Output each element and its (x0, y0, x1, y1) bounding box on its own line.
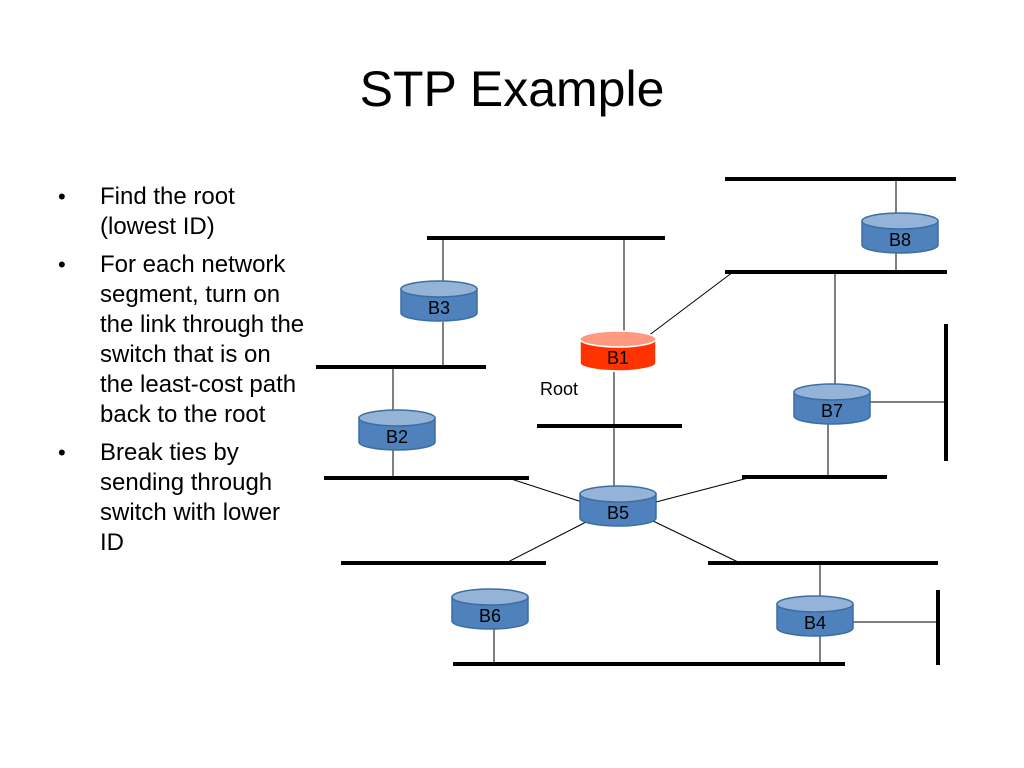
bridge-label: B6 (479, 606, 501, 626)
bridge-top (776, 595, 854, 613)
bridge-top (358, 409, 436, 427)
bridge-body (776, 603, 854, 637)
segments (316, 177, 956, 666)
link-b5-right-down (650, 519, 741, 564)
bridge-b7: B7 (793, 383, 871, 425)
bridge-body (861, 220, 939, 254)
bridge-top (451, 588, 529, 606)
bridge-b3: B3 (400, 280, 478, 322)
bridge-top (861, 212, 939, 230)
root-label: Root (540, 379, 578, 399)
bridge-label: B1 (607, 348, 629, 368)
bridge-top (579, 330, 657, 348)
bridge-b8: B8 (861, 212, 939, 254)
link-b5-left-up (507, 477, 583, 503)
bridge-top (579, 485, 657, 503)
bridge-label: B7 (821, 401, 843, 421)
bullet-text: For each network segment, turn on the li… (100, 251, 305, 428)
slide-title: STP Example (359, 61, 665, 117)
bridge-b1: B1 (579, 330, 657, 372)
bullet-text: Find the root (lowest ID) (100, 183, 235, 240)
bridge-label: B5 (607, 503, 629, 523)
bridge-top (400, 280, 478, 298)
link-b5-right-up (655, 476, 753, 503)
bridge-b5: B5 (579, 485, 657, 527)
bridge-b2: B2 (358, 409, 436, 451)
bridge-body (358, 417, 436, 451)
bullet-list: • Find the root (lowest ID) • For each net… (58, 182, 308, 566)
bridge-body (400, 288, 478, 322)
bridge-top (793, 383, 871, 401)
bullet-dot: • (58, 252, 66, 277)
bridge-b4: B4 (776, 595, 854, 637)
bullet-item: • Find the root (lowest ID) (58, 182, 308, 242)
bridge-body (579, 493, 657, 527)
link-b5-left-down (505, 519, 591, 564)
bridge-body (793, 391, 871, 425)
bullet-item: • For each network segment, turn on the l… (58, 250, 308, 430)
bullet-dot: • (58, 440, 66, 465)
bridge-body (451, 596, 529, 630)
bridge-label: B3 (428, 298, 450, 318)
bridge-body (579, 338, 657, 372)
bullet-item: • Break ties by sending through switch wi… (58, 438, 308, 558)
bridge-label: B4 (804, 613, 826, 633)
links (392, 179, 946, 664)
bridge-label: B2 (386, 427, 408, 447)
link-b1-diagonal (647, 271, 734, 337)
bridge-b6: B6 (451, 588, 529, 630)
bridge-label: B8 (889, 230, 911, 250)
bullet-dot: • (58, 184, 66, 209)
bullet-text: Break ties by sending through switch wit… (100, 439, 281, 556)
